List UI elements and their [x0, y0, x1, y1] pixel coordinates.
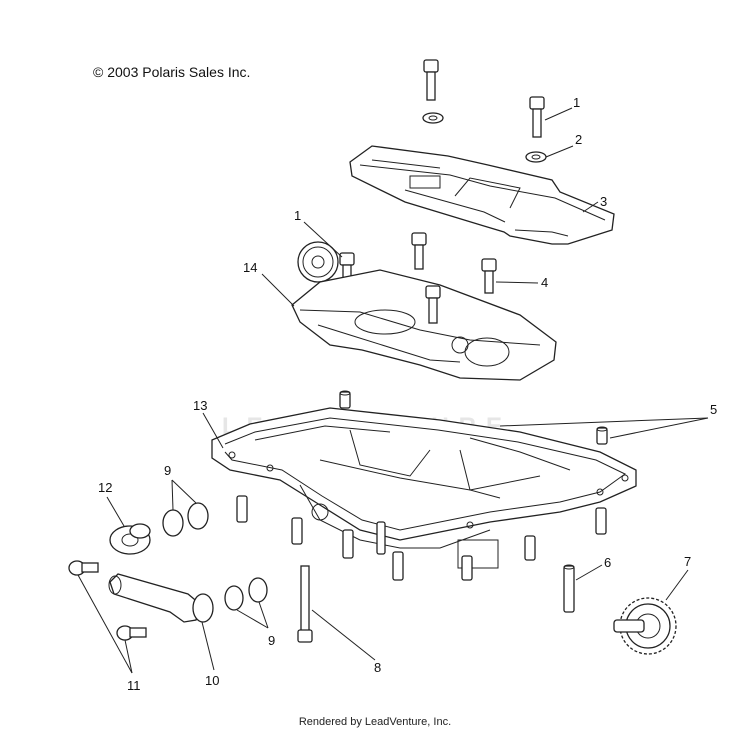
callout-14: 14 — [243, 260, 257, 275]
drain-plug[interactable] — [109, 523, 151, 555]
callout-3: 3 — [600, 194, 607, 209]
callout-10: 10 — [205, 673, 219, 688]
idler-gear[interactable] — [613, 597, 677, 655]
bolt-11-lower[interactable] — [116, 625, 147, 641]
bolt-6[interactable] — [563, 564, 575, 613]
callout-6: 6 — [604, 555, 611, 570]
callout-2: 2 — [575, 132, 582, 147]
callout-4: 4 — [541, 275, 548, 290]
bolt-top-right[interactable] — [529, 96, 545, 138]
o-rings-lower[interactable] — [224, 577, 268, 611]
callout-labels: 1 2 3 1 4 14 5 13 9 12 11 10 9 8 6 7 — [98, 95, 717, 693]
o-rings-upper[interactable] — [162, 502, 209, 537]
baffle-plate[interactable] — [349, 145, 615, 245]
footer-credit: Rendered by LeadVenture, Inc. — [298, 716, 452, 728]
callout-1-top: 1 — [573, 95, 580, 110]
dowel-pin-left[interactable] — [339, 390, 351, 409]
oil-pan[interactable] — [211, 407, 637, 569]
callout-13: 13 — [193, 398, 207, 413]
oil-pickup-tube[interactable] — [108, 573, 214, 623]
bolt-top-left[interactable] — [423, 59, 439, 101]
bolt-4[interactable] — [481, 258, 497, 294]
washer-top[interactable] — [422, 112, 444, 124]
bolt-8[interactable] — [297, 565, 313, 643]
washer-2[interactable] — [525, 151, 547, 163]
callout-12: 12 — [98, 480, 112, 495]
callout-5: 5 — [710, 402, 717, 417]
bolt-11-upper[interactable] — [68, 560, 99, 576]
callout-8: 8 — [374, 660, 381, 675]
leader-lines — [77, 107, 709, 674]
callout-9-upper: 9 — [164, 463, 171, 478]
oil-pump-assembly[interactable] — [291, 241, 557, 381]
pan-bolts[interactable] — [236, 495, 607, 581]
callout-9-lower: 9 — [268, 633, 275, 648]
callout-7: 7 — [684, 554, 691, 569]
dowel-pin-right[interactable] — [596, 426, 608, 445]
callout-1-middle: 1 — [294, 208, 301, 223]
copyright-notice: © 2003 Polaris Sales Inc. — [93, 64, 251, 80]
callout-11: 11 — [127, 678, 141, 693]
bolt-middle-center[interactable] — [411, 232, 427, 270]
